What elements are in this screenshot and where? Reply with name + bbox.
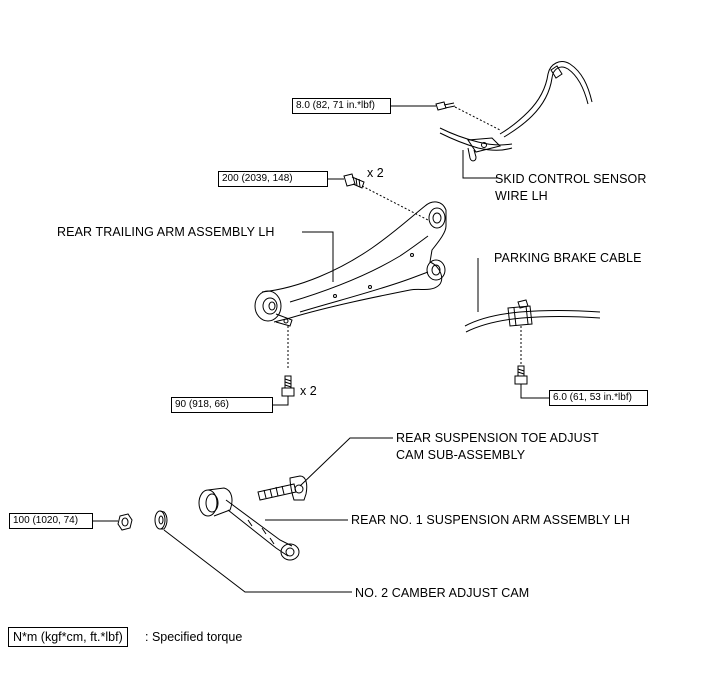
legend-unit-box: N*m (kgf*cm, ft.*lbf)	[8, 627, 128, 647]
camber-cam-leader-line	[163, 529, 352, 593]
no1-arm-label: REAR NO. 1 SUSPENSION ARM ASSEMBLY LH	[351, 513, 631, 527]
cable-bolt-icon	[514, 365, 528, 385]
toe-cam-label-line2: CAM SUB-ASSEMBLY	[396, 448, 526, 462]
skid-sensor-wire-illustration	[439, 61, 593, 162]
suspension-arm-illustration	[198, 487, 300, 561]
cable-bolt-torque-box: 6.0 (61, 53 in.*lbf)	[549, 390, 648, 406]
lower-bolt-quantity: x 2	[300, 384, 317, 398]
toe-cam-label-line1: REAR SUSPENSION TOE ADJUST	[396, 431, 599, 445]
lower-bolt-icon	[281, 375, 295, 397]
upper-bolt-guide-line	[361, 185, 429, 221]
nut-icon	[117, 513, 133, 531]
trailing-arm-label: REAR TRAILING ARM ASSEMBLY LH	[57, 225, 275, 239]
skid-sensor-label-line2: WIRE LH	[495, 189, 548, 203]
cable-torque-leader-line	[520, 384, 549, 399]
sensor-bolt-torque-box: 8.0 (82, 71 in.*lbf)	[292, 98, 391, 114]
skid-sensor-leader-line	[462, 150, 498, 179]
toe-cam-bolt-illustration	[257, 475, 308, 501]
camber-cam-label: NO. 2 CAMBER ADJUST CAM	[355, 586, 530, 600]
skid-sensor-label-line1: SKID CONTROL SENSOR	[495, 172, 647, 186]
upper-bolt-quantity: x 2	[367, 166, 384, 180]
nut-torque-box: 100 (1020, 74)	[9, 513, 93, 529]
lower-torque-leader-line	[273, 396, 289, 406]
trailing-arm-illustration	[254, 201, 447, 327]
upper-bolt-icon	[343, 173, 365, 189]
trailing-arm-leader-line	[302, 231, 334, 282]
parking-cable-label: PARKING BRAKE CABLE	[494, 251, 642, 265]
sensor-bolt-icon	[435, 101, 456, 111]
lower-bolt-torque-box: 90 (918, 66)	[171, 397, 273, 413]
legend-description: : Specified torque	[145, 630, 243, 644]
sensor-bolt-guide-line	[454, 106, 501, 131]
camber-cam-illustration	[154, 510, 168, 530]
upper-bolt-torque-box: 200 (2039, 148)	[218, 171, 328, 187]
parking-brake-cable-illustration	[464, 299, 601, 333]
toe-cam-leader-line	[299, 437, 393, 487]
